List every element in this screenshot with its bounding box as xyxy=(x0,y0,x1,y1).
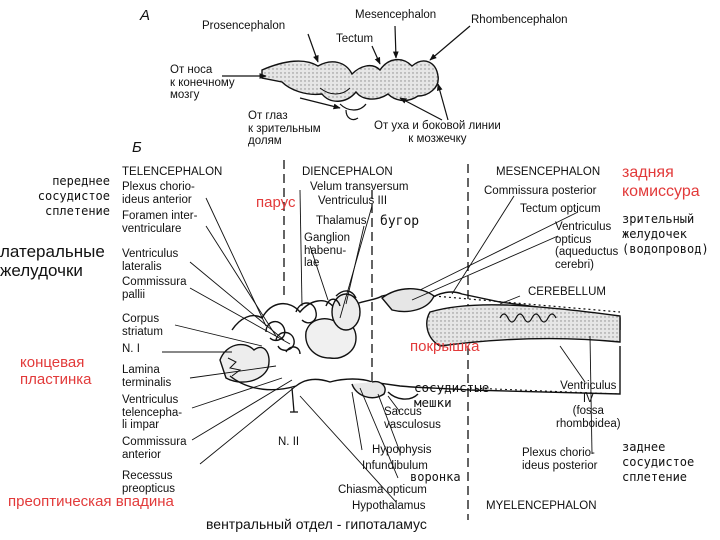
ru-lateral-ventricles: латеральные желудочки xyxy=(0,242,105,280)
label-infundibulum: Infundibulum xyxy=(362,460,428,472)
ru-velum: парус xyxy=(256,194,296,211)
panel-a-letter: А xyxy=(140,7,151,24)
leader-lines xyxy=(162,189,593,503)
ru-posterior-commissure: задняя комиссура xyxy=(622,164,700,200)
label-ganglion: Ganglion habenu- lae xyxy=(304,232,351,269)
panel-b-brain xyxy=(219,288,621,413)
ru-roof: покрышка xyxy=(410,338,480,355)
label-ventriculus-lateralis: Ventriculus lateralis xyxy=(122,248,179,273)
label-plexus-posterior: Plexus chorio- ideus posterior xyxy=(522,447,598,472)
panel-a-arrows xyxy=(222,25,471,121)
label-plexus-anterior: Plexus chorio- ideus anterior xyxy=(122,181,195,206)
label-commissura-anterior: Commissura anterior xyxy=(122,436,187,461)
ru-anterior-plexus: переднее сосудистое сплетение xyxy=(37,174,110,218)
label-n1: N. I xyxy=(122,343,140,355)
label-rhombencephalon: Rhombencephalon xyxy=(471,14,568,26)
panel-a-brain xyxy=(261,59,439,121)
label-tectum-opticum: Tectum opticum xyxy=(520,203,601,215)
label-thalamus: Thalamus xyxy=(316,215,367,227)
label-prosencephalon: Prosencephalon xyxy=(202,20,286,32)
label-tectum-a: Tectum xyxy=(336,33,374,45)
label-hypothalamus: Hypothalamus xyxy=(352,500,426,512)
label-n2: N. II xyxy=(278,436,300,448)
label-ventriculus-iii: Ventriculus III xyxy=(318,195,388,207)
label-velum: Velum transversum xyxy=(310,181,409,193)
label-ventriculus-opticus: Ventriculus opticus (aqueductus cerebri) xyxy=(555,221,619,271)
ru-ventral-hypothalamus: вентральный отдел - гипоталамус xyxy=(206,516,427,532)
ru-optic-ventricle: зрительный желудочек (водопровод) xyxy=(622,212,709,256)
label-myelencephalon: MYELENCEPHALON xyxy=(486,500,597,512)
label-ventriculus-telencephali: Ventriculus telencepha- li impar xyxy=(122,394,183,431)
label-commissura-pallii: Commissura pallii xyxy=(122,276,187,301)
label-corpus-striatum: Corpus striatum xyxy=(122,313,163,338)
ru-funnel: воронка xyxy=(410,470,461,484)
label-mesencephalon-b: MESENCEPHALON xyxy=(496,166,601,178)
label-saccus: Saccus vasculosus xyxy=(384,406,441,431)
label-recessus-preopticus: Recessus preopticus xyxy=(122,470,176,495)
label-cerebellum: CEREBELLUM xyxy=(528,286,606,298)
label-lamina-terminalis: Lamina terminalis xyxy=(122,364,172,389)
ru-vascular-sacs: сосудистые мешки xyxy=(414,380,490,410)
region-dividers xyxy=(283,160,469,520)
label-from-nose: От носа к конечному мозгу xyxy=(170,64,235,101)
label-hypophysis: Hypophysis xyxy=(372,444,432,456)
label-from-eyes: От глаз к зрительным долям xyxy=(248,110,321,147)
ru-posterior-plexus: заднее сосудистое сплетение xyxy=(622,440,695,484)
label-diencephalon: DIENCEPHALON xyxy=(302,166,393,178)
label-chiasma: Chiasma opticum xyxy=(338,484,427,496)
ru-tubercle: бугор xyxy=(380,214,420,229)
label-foramen: Foramen inter- ventriculare xyxy=(122,210,198,235)
label-ventriculus-iv: Ventriculus IV (fossa rhomboidea) xyxy=(556,380,621,430)
ru-preoptic: преоптическая впадина xyxy=(8,493,174,510)
label-telencephalon: TELENCEPHALON xyxy=(122,166,223,178)
label-mesencephalon: Mesencephalon xyxy=(355,9,437,21)
label-commissura-posterior: Commissura posterior xyxy=(484,185,597,197)
panel-b-letter: Б xyxy=(132,139,142,156)
label-from-ear: От уха и боковой линии к мозжечку xyxy=(374,120,501,145)
ru-terminal-plate: концевая пластинка xyxy=(20,354,92,388)
